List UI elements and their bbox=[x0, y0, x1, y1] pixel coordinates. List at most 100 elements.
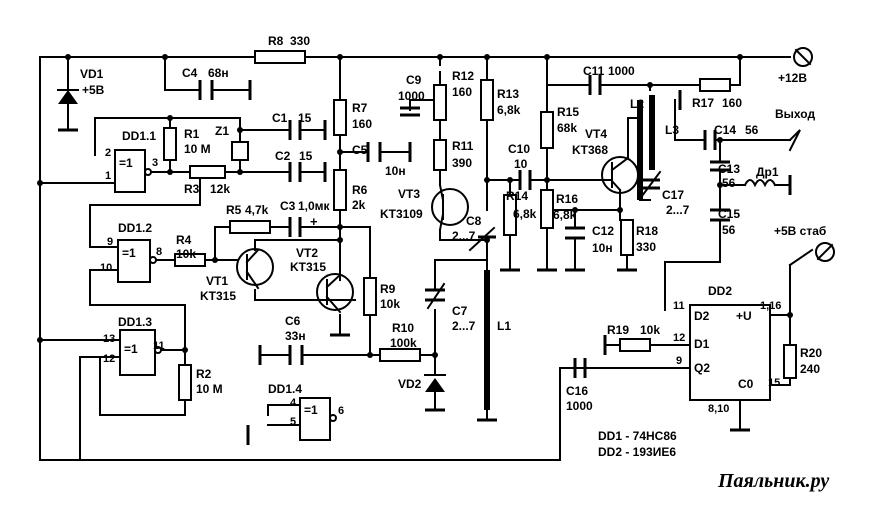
dd1-2-sym: =1 bbox=[122, 246, 136, 260]
c3-ref: C3 bbox=[280, 199, 296, 213]
r12-value: 160 bbox=[452, 85, 473, 99]
gate-dd1-1 bbox=[114, 149, 146, 193]
wires bbox=[39, 56, 814, 461]
terminal-supply bbox=[793, 47, 813, 67]
c6-value: 33н bbox=[285, 329, 306, 343]
c13-value: 56 bbox=[722, 176, 736, 190]
terminal-stab bbox=[815, 242, 835, 262]
dd2-num-11: 11 bbox=[673, 300, 685, 312]
output-label: Выход bbox=[775, 107, 816, 121]
r13-ref: R13 bbox=[497, 87, 520, 101]
c15-ref: C15 bbox=[718, 207, 741, 221]
resistor-r14 bbox=[503, 194, 517, 236]
c2-ref: C2 bbox=[275, 149, 291, 163]
transistor-vt2 bbox=[316, 273, 354, 311]
c11-value: 1000 bbox=[608, 64, 635, 78]
dd1-3-ref: DD1.3 bbox=[118, 315, 153, 329]
dd1-2-ref: DD1.2 bbox=[118, 221, 153, 235]
resistor-r13 bbox=[480, 79, 494, 121]
resistor-r10 bbox=[379, 348, 421, 362]
misc-parts bbox=[57, 47, 835, 410]
dd1-1-pin-a: 2 bbox=[105, 147, 112, 159]
vt1-type: KT315 bbox=[200, 289, 237, 303]
dd1-3-sym: =1 bbox=[124, 342, 138, 356]
r1-value: 10 М bbox=[184, 142, 211, 156]
r3-ref: R3 bbox=[184, 182, 200, 196]
r6-ref: R6 bbox=[352, 183, 368, 197]
c14-value: 56 bbox=[745, 123, 759, 137]
dd1-4-pin-b: 5 bbox=[290, 416, 297, 428]
dd2-pin-u: +U bbox=[736, 309, 752, 323]
c1-value: 15 bbox=[298, 111, 312, 125]
resistor-r18 bbox=[620, 219, 634, 256]
r13-value: 6,8k bbox=[497, 103, 521, 117]
crystal-z1 bbox=[231, 141, 249, 161]
dd2-num-810: 8,10 bbox=[708, 403, 730, 415]
vt4-ref: VT4 bbox=[585, 127, 608, 141]
vt2-type: KT315 bbox=[290, 260, 327, 274]
dd1-2-pin-b: 10 bbox=[100, 262, 113, 274]
c11-ref: C11 bbox=[583, 64, 605, 78]
r8-ref: R8 bbox=[268, 34, 284, 48]
c17-value: 2...7 bbox=[666, 203, 690, 217]
r11-ref: R11 bbox=[452, 139, 474, 153]
gate-dd1-2 bbox=[117, 239, 151, 283]
r1-ref: R1 bbox=[184, 127, 200, 141]
dd1-4-pin-out: 6 bbox=[338, 405, 345, 417]
dd2-num-15: 15 bbox=[768, 377, 781, 389]
r3-value: 12k bbox=[210, 182, 231, 196]
r12-ref: R12 bbox=[452, 69, 475, 83]
note-dd2: DD2 - 193ИЕ6 bbox=[598, 445, 676, 459]
dd1-4-pin-a: 4 bbox=[290, 397, 297, 409]
c12-ref: C12 bbox=[592, 224, 615, 238]
r7-ref: R7 bbox=[352, 101, 368, 115]
dd2-num-9: 9 bbox=[676, 355, 683, 367]
r5-ref: R5 bbox=[226, 203, 242, 217]
r10-value: 100k bbox=[390, 336, 417, 350]
dd1-2-pin-a: 9 bbox=[107, 236, 114, 248]
vd2-ref: VD2 bbox=[398, 377, 422, 391]
dd1-3-pin-out: 11 bbox=[153, 340, 165, 352]
r19-ref: R19 bbox=[607, 323, 630, 337]
dd2-ref: DD2 bbox=[708, 284, 733, 298]
r16-value: 6,8k bbox=[553, 208, 577, 222]
c1-ref: C1 bbox=[272, 111, 288, 125]
r16-ref: R16 bbox=[556, 192, 579, 206]
vd1-value: +5В bbox=[82, 83, 105, 97]
dd2-pin-d1: D1 bbox=[694, 337, 710, 351]
resistors bbox=[163, 50, 797, 401]
c10-value: 10 bbox=[514, 157, 528, 171]
dd1-3-pin-b: 12 bbox=[103, 353, 116, 365]
supply-label: +12В bbox=[778, 71, 808, 85]
l1-ref: L1 bbox=[497, 319, 512, 333]
dd1-4-sym: =1 bbox=[304, 403, 318, 417]
resistor-r8 bbox=[254, 50, 306, 64]
c16-value: 1000 bbox=[566, 399, 593, 413]
dd2-pin-q2: Q2 bbox=[694, 361, 711, 375]
r17-ref: R17 bbox=[692, 96, 715, 110]
r15-ref: R15 bbox=[557, 105, 580, 119]
capacitors bbox=[198, 75, 730, 378]
vt1-ref: VT1 bbox=[206, 274, 229, 288]
c3-plus: + bbox=[310, 214, 318, 229]
c7-ref: C7 bbox=[452, 304, 468, 318]
c5-ref: C5 bbox=[352, 143, 368, 157]
inductor-dr1 bbox=[743, 179, 777, 188]
r14-ref: R14 bbox=[506, 189, 529, 203]
dd1-3-pin-a: 13 bbox=[103, 333, 116, 345]
resistor-r12 bbox=[433, 84, 447, 121]
r20-value: 240 bbox=[800, 362, 821, 376]
c14-ref: C14 bbox=[714, 123, 737, 137]
dd1-1-pin-out: 3 bbox=[152, 157, 159, 169]
r2-ref: R2 bbox=[196, 367, 212, 381]
vd1-ref: VD1 bbox=[80, 67, 104, 81]
c5-value: 10н bbox=[385, 164, 406, 178]
vt4-type: KT368 bbox=[572, 143, 609, 157]
watermark: Паяльник.ру bbox=[718, 470, 830, 492]
c9-ref: C9 bbox=[406, 73, 422, 87]
resistor-r1 bbox=[163, 127, 177, 161]
dd1-4-ref: DD1.4 bbox=[268, 382, 303, 396]
dd2-num-12: 12 bbox=[673, 332, 686, 344]
